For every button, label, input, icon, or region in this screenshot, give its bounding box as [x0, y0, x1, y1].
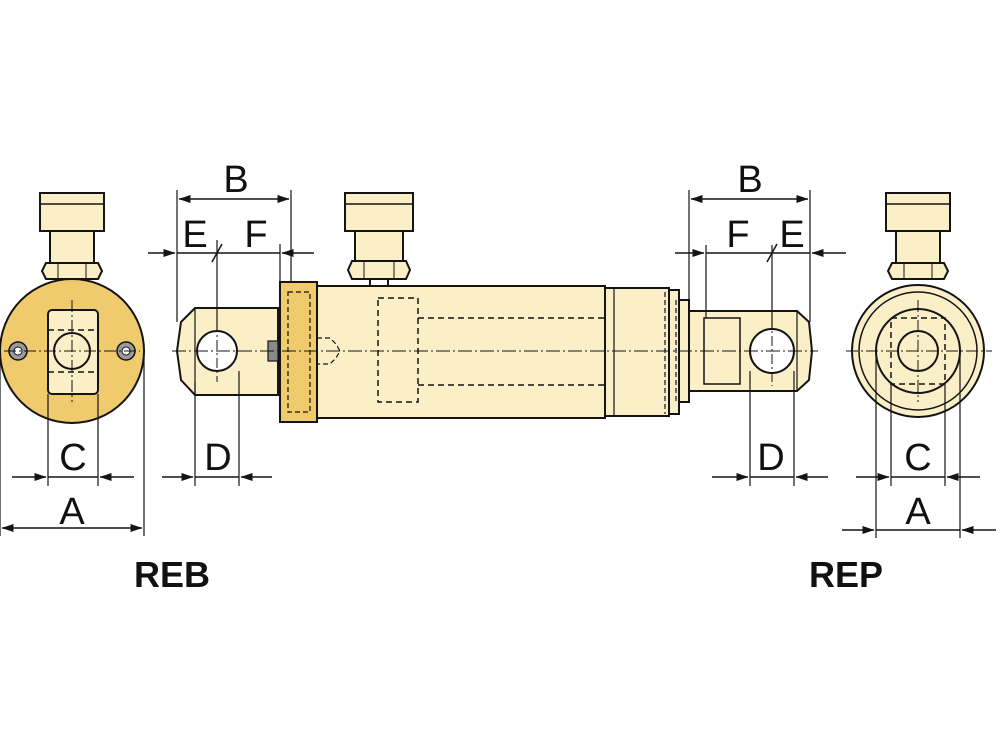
reb-dim-a-label: A: [59, 491, 85, 533]
left-dim-f-label: F: [244, 214, 267, 256]
left-dim-e-label: E: [182, 214, 207, 256]
reb-right-screw-icon: [116, 341, 136, 361]
reb-end-view: [0, 192, 145, 424]
cylinder-barrel: [316, 285, 606, 419]
top-fitting: [344, 192, 414, 286]
left-dim-b-label: B: [223, 159, 248, 201]
mounting-flange: [279, 281, 318, 423]
cylinder-side-view: [172, 192, 818, 423]
rep-variant-label: REP: [809, 554, 883, 595]
rep-fitting: [885, 192, 951, 280]
right-dim-f-label: F: [726, 214, 749, 256]
left-clevis-dimensions: B E F D: [148, 159, 314, 486]
reb-variant-label: REB: [134, 554, 210, 595]
rep-end-view: [846, 192, 992, 418]
rep-dim-c-label: C: [904, 437, 931, 479]
left-dim-d-label: D: [204, 437, 231, 479]
rep-dim-a-label: A: [905, 491, 931, 533]
rep-dimensions: C A REP: [809, 351, 996, 595]
right-dim-e-label: E: [779, 214, 804, 256]
right-clevis-dimensions: B F E D: [675, 159, 846, 486]
right-dim-b-label: B: [737, 159, 762, 201]
reb-dimensions: C A REB: [0, 351, 210, 595]
right-dim-d-label: D: [757, 437, 784, 479]
reb-dim-c-label: C: [59, 437, 86, 479]
reb-fitting: [39, 192, 105, 280]
